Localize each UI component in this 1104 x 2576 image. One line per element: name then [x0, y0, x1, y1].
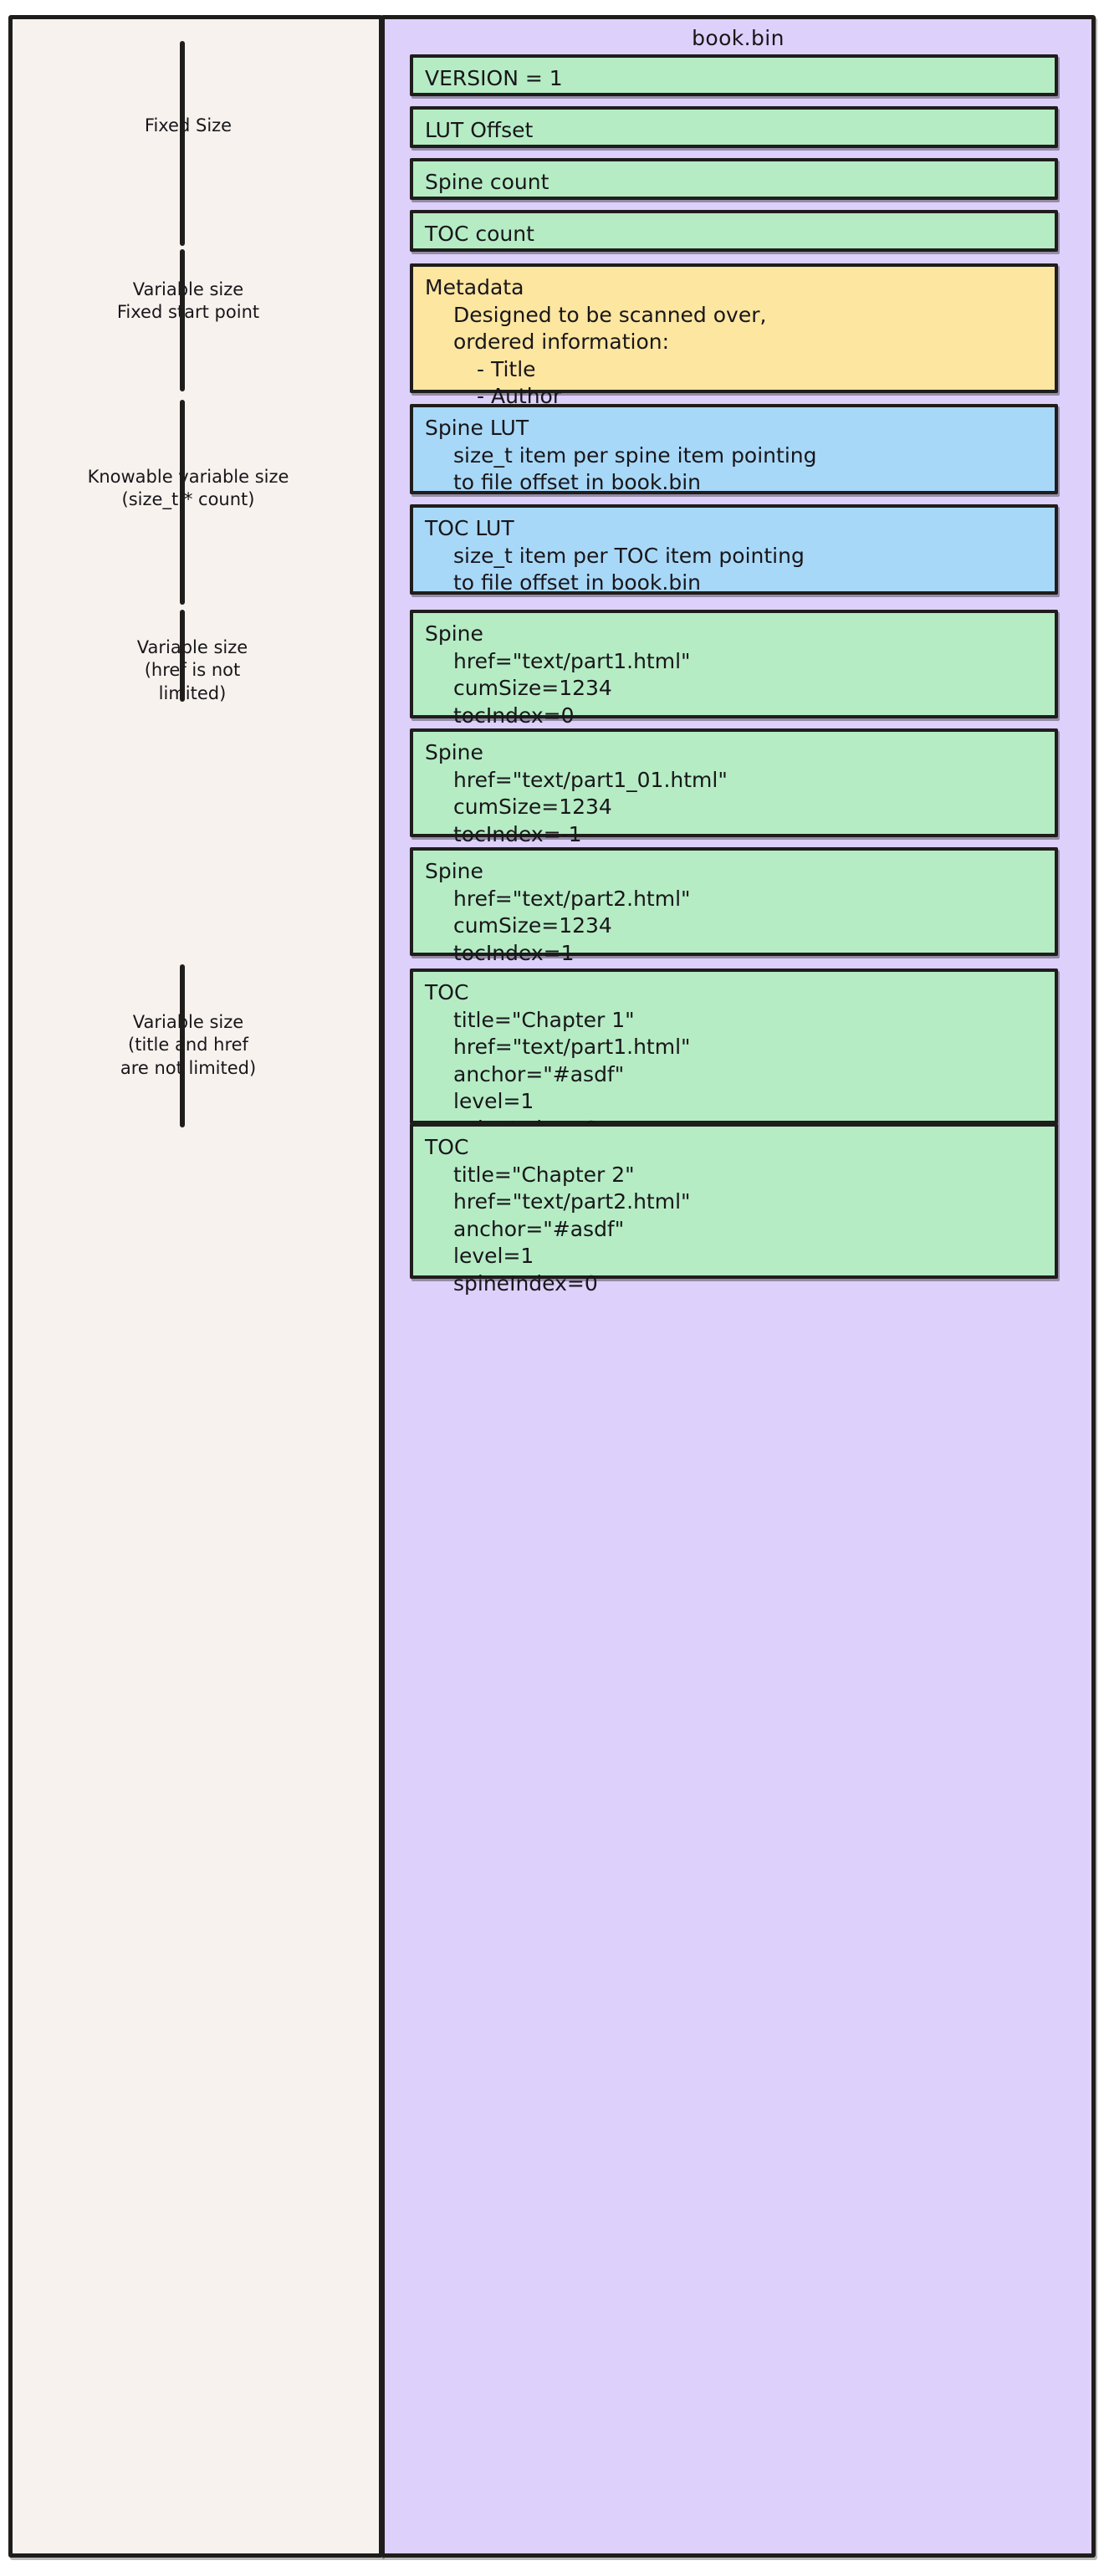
- bracket-variable-href: [180, 610, 185, 702]
- block-toc-2-line-2: href="text/part2.html": [453, 1189, 691, 1214]
- group-label-variable-fixed-start: Variable size Fixed start point: [116, 279, 260, 323]
- block-toc-2-line-1: title="Chapter 2": [453, 1162, 635, 1187]
- block-spine-2-line-0: Spine: [425, 740, 483, 764]
- bracket-fixed-size: [180, 41, 185, 246]
- block-toc-1-line-0: TOC: [425, 980, 469, 1004]
- group-label-fixed-size: Fixed Size: [144, 115, 233, 135]
- block-toc-1-line-4: level=1: [453, 1089, 534, 1113]
- block-toc-2-line-5: spineIndex=0: [453, 1270, 598, 1296]
- block-toc-1: TOC title="Chapter 1" href="text/part1.htm…: [410, 969, 1058, 1141]
- block-version: VERSION = 1: [410, 54, 1058, 96]
- block-metadata-line-0: Metadata: [425, 275, 524, 299]
- block-spine-2-line-3: tocIndex=-1: [453, 821, 582, 846]
- block-spine-1-line-1: href="text/part1.html": [453, 648, 691, 673]
- block-toc-2: TOC title="Chapter 2"href="text/part2.htm…: [410, 1123, 1058, 1296]
- panel-title: book.bin: [692, 26, 785, 50]
- block-spine-count-line-0: Spine count: [425, 170, 549, 194]
- bracket-variable-title-href: [180, 964, 185, 1127]
- block-spine-1-line-0: Spine: [425, 621, 483, 646]
- group-label-variable-title-href: Variable size (title and href are not li…: [120, 1012, 257, 1078]
- block-toc-lut-line-0: TOC LUT: [425, 516, 514, 540]
- block-spine-2-line-2: cumSize=1234: [453, 795, 612, 819]
- block-spine-3-line-0: Spine: [425, 859, 483, 883]
- block-spine-3-line-3: tocIndex=1: [453, 940, 575, 965]
- block-lut-offset: LUT Offset: [410, 106, 1058, 148]
- bracket-knowable-variable-size: [180, 400, 185, 605]
- block-toc-count: TOC count: [410, 210, 1058, 252]
- block-spine-lut-line-1: size_t item per spine item pointing: [453, 442, 817, 468]
- block-toc-2-line-0: TOC: [425, 1135, 469, 1159]
- block-metadata-line-1: Designed to be scanned over,: [453, 302, 767, 327]
- block-spine-1-line-2: cumSize=1234: [453, 676, 612, 700]
- block-toc-2-line-3: anchor="#asdf": [453, 1216, 625, 1241]
- block-spine-count: Spine count: [410, 158, 1058, 200]
- block-toc-2-line-4: level=1: [453, 1244, 534, 1268]
- block-toc-1-line-2: href="text/part1.html": [453, 1035, 691, 1059]
- block-metadata-line-3: - Title: [477, 356, 536, 381]
- annotation-column: Fixed Size Variable size Fixed start poi…: [8, 15, 383, 2558]
- block-toc-1-line-3: anchor="#asdf": [453, 1061, 625, 1086]
- block-version-line-0: VERSION = 1: [425, 66, 563, 90]
- block-spine-3-line-2: cumSize=1234: [453, 913, 612, 938]
- block-spine-lut-line-2: to file offset in book.bin: [453, 470, 702, 494]
- block-toc-lut: TOC LUT size_t item per TOC item pointing…: [410, 504, 1058, 595]
- block-metadata-line-2: ordered information:: [453, 330, 670, 354]
- block-spine-3-line-1: href="text/part2.html": [453, 886, 691, 911]
- group-label-knowable-variable-size: Knowable variable size (size_t * count): [87, 467, 289, 510]
- block-spine-2-line-1: href="text/part1_01.html": [453, 767, 728, 792]
- block-toc-count-line-0: TOC count: [425, 222, 534, 246]
- block-toc-1-line-1: title="Chapter 1": [453, 1007, 635, 1032]
- group-label-variable-href: Variable size (href is not limited): [136, 637, 248, 703]
- block-lut-offset-line-0: LUT Offset: [425, 118, 534, 142]
- block-spine-1-line-3: tocIndex=0: [453, 703, 575, 728]
- block-toc-lut-line-2: to file offset in book.bin: [453, 570, 702, 595]
- block-spine-2: Spine href="text/part1_01.html" cumSize=12…: [410, 728, 1058, 846]
- block-spine-lut-line-0: Spine LUT: [425, 416, 529, 440]
- bracket-variable-fixed-start: [180, 249, 185, 391]
- block-toc-lut-line-1: size_t item per TOC item pointing: [453, 543, 805, 568]
